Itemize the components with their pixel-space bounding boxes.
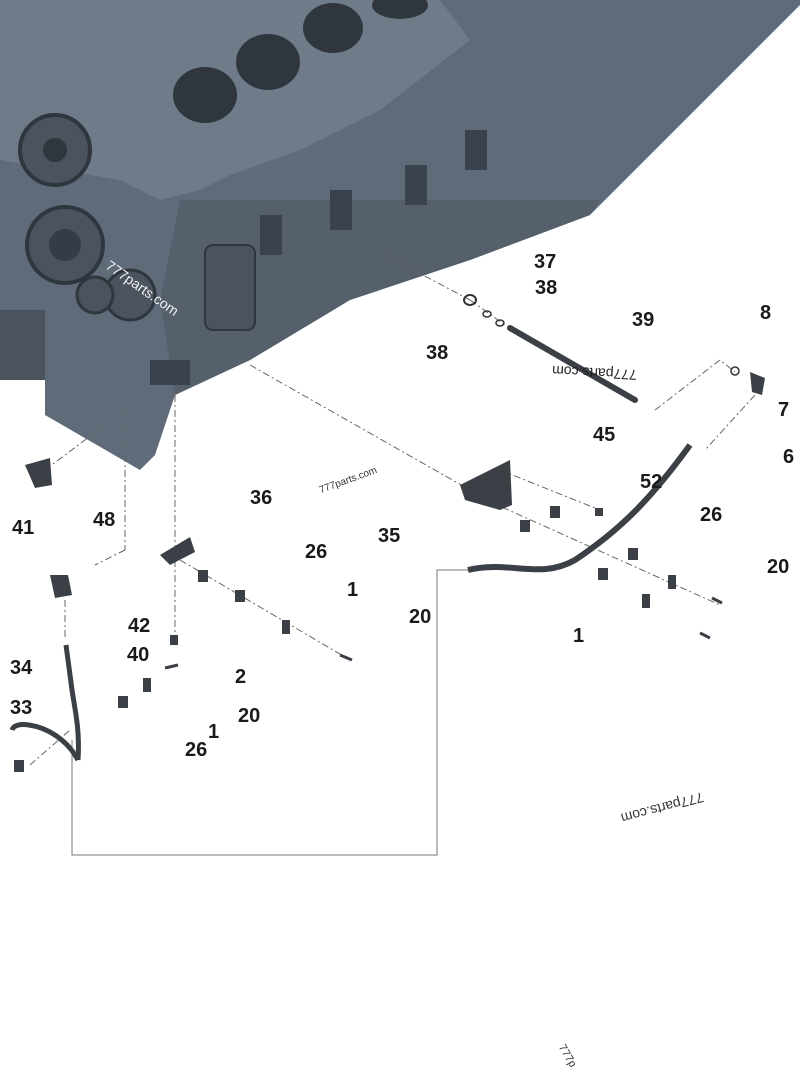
bolt-52 [595,508,603,516]
parts [9,294,765,772]
bracket-36 [160,537,195,565]
callout-26b: 26 [305,541,328,563]
callout-42: 42 [128,615,151,637]
o-ring-37 [463,294,477,306]
bolt-2 [170,635,178,645]
callout-33: 33 [10,697,33,719]
callout-48: 48 [93,509,116,531]
hose-45 [467,443,693,573]
callout-1b: 1 [347,579,359,601]
washer-38 [482,310,492,318]
callout-6: 6 [783,446,795,468]
callout-35: 35 [378,525,401,547]
callout-2: 2 [235,666,247,688]
routing-line [71,569,470,856]
callout-45: 45 [593,424,616,446]
leader-lines [29,254,756,766]
elbow-42 [50,575,72,598]
callout-7: 7 [778,399,790,421]
callout-38b: 38 [426,342,449,364]
callout-37: 37 [534,251,557,273]
callout-34: 34 [10,657,33,679]
callout-1c: 1 [208,721,220,743]
bracket-48 [25,458,52,488]
bracket-35 [460,460,512,510]
elbow-7 [750,372,765,395]
callout-52: 52 [640,471,663,493]
callout-20a: 20 [767,556,790,578]
callout-20b: 20 [409,606,432,628]
callout-1a: 1 [573,625,585,647]
callout-20c: 20 [238,705,261,727]
callout-40: 40 [127,644,150,666]
engine-block [0,0,800,470]
callout-41: 41 [12,517,35,539]
callout-8: 8 [760,302,772,324]
hose-34 [63,644,81,761]
tube-39 [507,325,638,403]
seal-8 [730,366,740,376]
pipe-33 [9,722,81,762]
callout-38: 38 [535,277,558,299]
washer-38b [495,319,505,327]
callout-26a: 26 [700,504,723,526]
callout-26c: 26 [185,739,208,761]
callout-36: 36 [250,487,273,509]
callout-39: 39 [632,309,655,331]
